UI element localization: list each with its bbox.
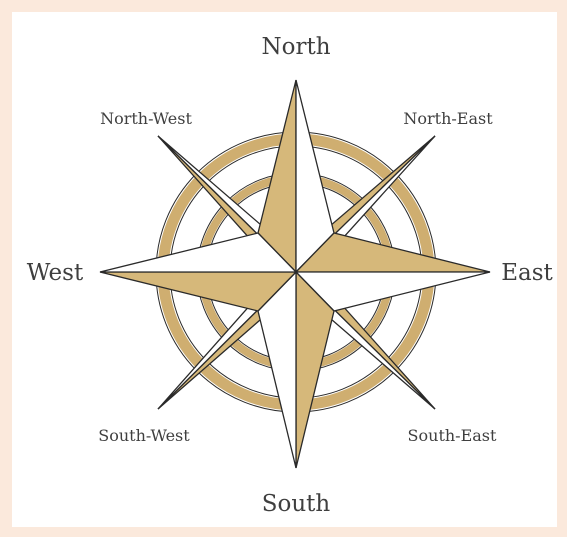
- north-east-label: North-East: [403, 109, 493, 128]
- south-east-label: South-East: [408, 426, 497, 445]
- south-label: South: [262, 491, 331, 517]
- east-label: East: [501, 260, 553, 286]
- north-label: North: [261, 34, 330, 60]
- south-west-label: South-West: [98, 426, 190, 445]
- west-label: West: [27, 260, 84, 286]
- north-west-label: North-West: [100, 109, 192, 128]
